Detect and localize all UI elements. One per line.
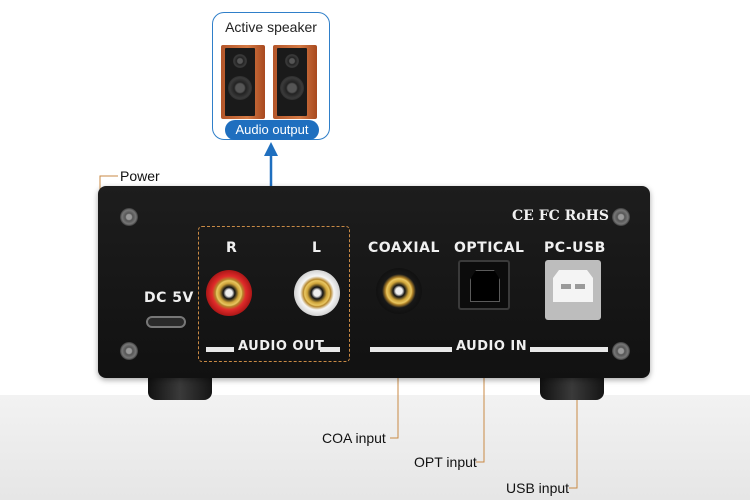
- screw: [612, 208, 630, 226]
- dc-5v-label: DC 5V: [144, 290, 194, 306]
- dc-power-port[interactable]: [146, 316, 186, 328]
- coaxial-input-jack[interactable]: [376, 268, 422, 314]
- certification-marks: CE FC RoHS: [512, 208, 609, 224]
- optical-label: OPTICAL: [454, 240, 524, 256]
- audio-out-label: AUDIO OUT: [238, 339, 324, 354]
- usb-input-annotation: USB input: [506, 480, 569, 496]
- pc-usb-label: PC-USB: [544, 240, 606, 256]
- power-annotation: Power: [120, 168, 160, 184]
- rca-left-out-jack[interactable]: [294, 270, 340, 316]
- audio-out-bar-left: [206, 347, 234, 352]
- coaxial-label: COAXIAL: [368, 240, 440, 256]
- screw: [120, 342, 138, 360]
- screw: [120, 208, 138, 226]
- opt-input-annotation: OPT input: [414, 454, 477, 470]
- audio-in-label: AUDIO IN: [456, 339, 527, 354]
- coa-input-annotation: COA input: [322, 430, 386, 446]
- dac-back-panel: CE FC RoHS R L AUDIO OUT COAXIAL OPTICAL…: [98, 186, 650, 378]
- optical-input-port[interactable]: [458, 260, 510, 310]
- rca-right-out-jack[interactable]: [206, 270, 252, 316]
- label-l: L: [312, 240, 321, 256]
- audio-in-bar-left: [370, 347, 452, 352]
- audio-in-bar-right: [530, 347, 608, 352]
- arrow-up-icon: [264, 142, 278, 156]
- usb-b-input-port[interactable]: [545, 260, 601, 320]
- label-r: R: [226, 240, 237, 256]
- screw: [612, 342, 630, 360]
- audio-out-bar-right: [320, 347, 340, 352]
